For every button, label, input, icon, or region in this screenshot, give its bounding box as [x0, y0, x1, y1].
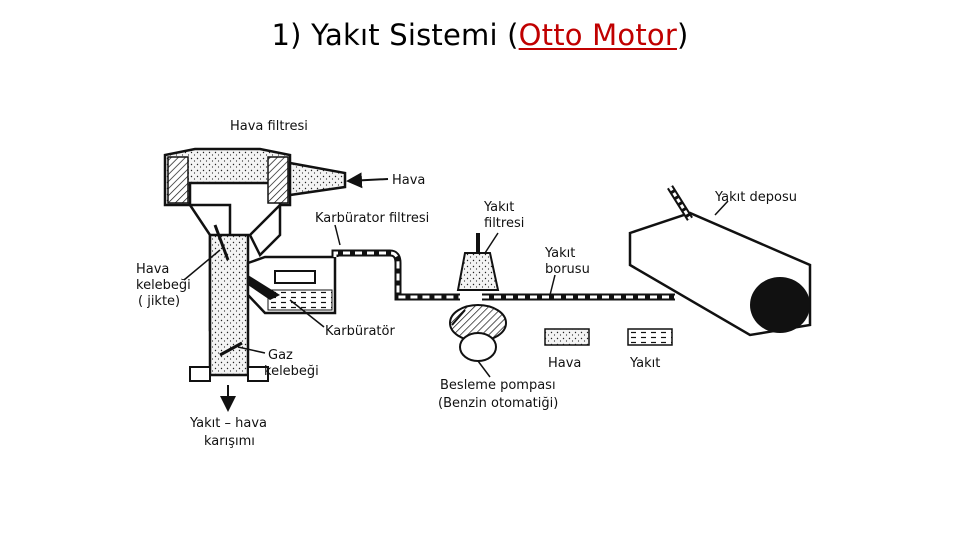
label-legend-yakit: Yakıt	[629, 356, 660, 371]
label-hava-kelebegi-3: ( jikte)	[138, 294, 180, 309]
label-yakit-filtresi-2: filtresi	[484, 216, 524, 231]
label-gaz-kelebegi-2: kelebeği	[264, 364, 319, 379]
label-karburator-filtresi: Karbürator filtresi	[315, 211, 429, 226]
label-hava: Hava	[392, 173, 425, 188]
air-filter	[163, 147, 347, 207]
fuel-pump	[449, 304, 507, 362]
label-yakit-hava-1: Yakıt – hava	[189, 416, 267, 431]
fuel-tank	[628, 185, 812, 337]
label-besleme-pompasi-2: (Benzin otomatiği)	[438, 396, 558, 411]
title-suffix: )	[676, 18, 689, 52]
title-highlight: Otto Motor	[518, 18, 677, 52]
label-yakit-deposu: Yakıt deposu	[714, 190, 797, 205]
label-hava-kelebegi-2: kelebeği	[136, 278, 191, 293]
label-besleme-pompasi-1: Besleme pompası	[440, 378, 556, 393]
label-hava-filtresi: Hava filtresi	[230, 119, 308, 134]
label-legend-hava: Hava	[548, 356, 581, 371]
label-hava-kelebegi-1: Hava	[136, 262, 169, 277]
legend-fuel-swatch	[627, 328, 673, 346]
throttle-plate	[219, 341, 243, 357]
label-yakit-borusu-2: borusu	[545, 262, 590, 277]
air-inlet-arrow	[346, 172, 389, 189]
carburetor-body	[187, 201, 282, 382]
fuel-system-diagram: Hava filtresi Hava Karbürator filtresi Y…	[136, 119, 812, 449]
label-yakit-hava-2: karışımı	[204, 434, 255, 449]
choke-plate	[213, 224, 230, 261]
label-gaz-kelebegi-1: Gaz	[268, 348, 293, 363]
slide-title: 1) Yakıt Sistemi (Otto Motor)	[0, 18, 960, 52]
legend-air-swatch	[544, 328, 590, 346]
float-chamber	[246, 255, 337, 315]
label-yakit-filtresi-1: Yakıt	[483, 200, 514, 215]
fuel-filter	[456, 233, 500, 291]
label-yakit-borusu-1: Yakıt	[544, 246, 575, 261]
leader-lines	[183, 200, 729, 378]
title-prefix: 1) Yakıt Sistemi (	[271, 18, 519, 52]
label-karburator: Karbüratör	[325, 324, 395, 339]
fuel-line	[331, 249, 675, 301]
